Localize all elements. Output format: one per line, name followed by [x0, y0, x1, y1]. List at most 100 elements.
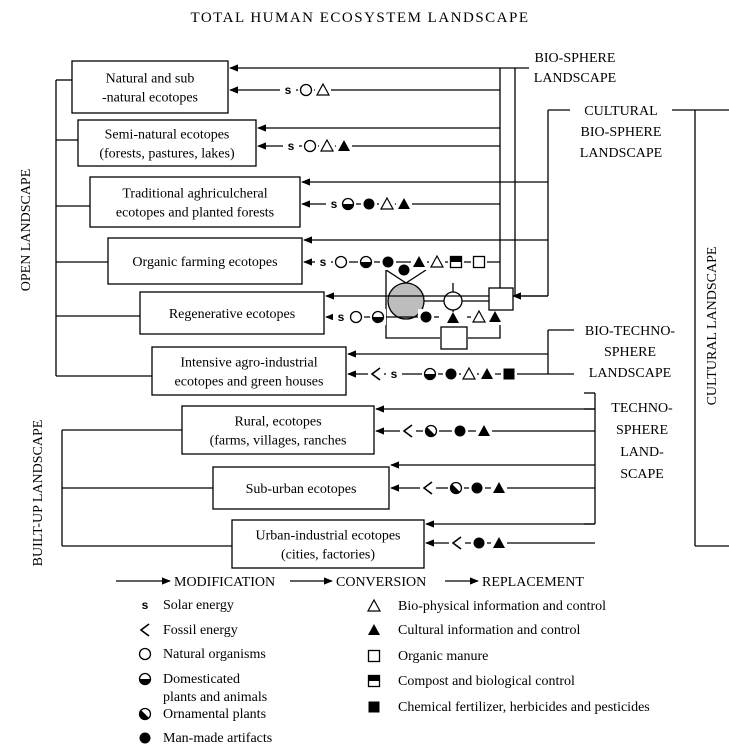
- solar-icon: s: [288, 139, 295, 153]
- landscape-label: CULTURAL: [584, 104, 657, 119]
- legend-label: Bio-physical information and control: [398, 599, 606, 614]
- fossil-icon: [422, 481, 433, 495]
- cultural-info-icon: [478, 425, 490, 436]
- ecotope-box-frame: [107, 237, 303, 285]
- ecotope-label: Natural and sub: [106, 72, 195, 87]
- svg-text:s: s: [288, 139, 295, 153]
- diagram-title: TOTAL HUMAN ECOSYSTEM LANDSCAPE: [190, 10, 529, 26]
- ecotope-box: Natural and sub -natural ecotopes: [71, 60, 229, 114]
- ecotope-label: Regenerative ecotopes: [169, 307, 295, 322]
- cultural-bio-sphere-label: CULTURAL BIO-SPHERE LANDSCAPE: [580, 104, 662, 161]
- legend-label: Cultural information and control: [398, 623, 580, 638]
- energy-input-row: [425, 520, 595, 551]
- svg-text:s: s: [142, 598, 149, 612]
- bio-info-icon: [471, 309, 487, 323]
- artifact-icon: [454, 425, 466, 437]
- svg-text:s: s: [331, 197, 338, 211]
- cultural-info-icon: [398, 198, 410, 209]
- legend-item: Organic manure: [367, 649, 488, 664]
- ornamental-icon: [449, 481, 463, 495]
- ecotope-box: Urban-industrial ecotopes (cities, factor…: [231, 519, 425, 569]
- landscape-label: BIO-SPHERE: [581, 125, 662, 140]
- ecotope-label: (farms, villages, ranches: [210, 434, 347, 449]
- artifact-icon: [363, 198, 375, 210]
- manure-icon: [367, 649, 381, 663]
- natural-icon: [334, 255, 348, 269]
- ecotope-label: Rural, ecotopes: [234, 415, 321, 430]
- natural-icon: [303, 139, 317, 153]
- ecotope-box-frame: [71, 60, 229, 114]
- legend-label: Solar energy: [163, 598, 234, 613]
- natural-icon: [138, 647, 152, 661]
- cultural-info-icon: [413, 256, 425, 267]
- domesticated-icon: [423, 367, 437, 381]
- fossil-icon: [370, 367, 381, 381]
- legend-label: Ornamental plants: [163, 707, 266, 722]
- legend-item: s Solar energy: [142, 598, 234, 613]
- cultural-info-icon: [481, 368, 493, 379]
- landscape-label: LANDSCAPE: [580, 146, 662, 161]
- ornamental-icon: [138, 707, 152, 721]
- ecotope-label: -natural ecotopes: [102, 91, 198, 106]
- artifact-icon: [473, 537, 485, 549]
- artifact-icon: [445, 368, 457, 380]
- ecotope-label: Intensive agro-industrial: [180, 356, 317, 371]
- landscape-label: LANDSCAPE: [589, 366, 671, 381]
- ecotope-label: Urban-industrial ecotopes: [255, 529, 400, 544]
- flow-modification: MODIFICATION: [174, 575, 275, 590]
- fossil-icon: [451, 536, 462, 550]
- landscape-label: LAND-: [620, 445, 664, 460]
- landscape-label: TECHNO-: [611, 401, 673, 416]
- cultural-info-icon: [489, 311, 501, 322]
- energy-input-row: s: [347, 350, 548, 382]
- energy-input-row: [375, 405, 595, 439]
- artifact-icon: [420, 311, 432, 323]
- legend-label: Fossil energy: [163, 623, 238, 638]
- ecotope-label: (cities, factories): [281, 548, 375, 563]
- cultural-info-icon: [493, 537, 505, 548]
- legend-item: Ornamental plants: [138, 707, 266, 722]
- energy-input-row: s: [303, 236, 548, 270]
- svg-text:s: s: [338, 310, 345, 324]
- cultural-info-icon: [493, 482, 505, 493]
- energy-input-row: [390, 461, 595, 496]
- ecotope-label: Traditional aghriculcheral: [122, 187, 267, 202]
- legend-item: Chemical fertilizer, herbicides and pest…: [368, 700, 650, 715]
- solar-icon: s: [331, 197, 338, 211]
- ecotope-box: Semi-natural ecotopes(forests, pastures,…: [77, 119, 257, 167]
- domesticated-icon: [341, 197, 355, 211]
- legend-item: Bio-physical information and control: [366, 598, 606, 614]
- bio-info-icon: [429, 254, 445, 268]
- legend-label: Organic manure: [398, 649, 488, 664]
- energy-input-row: s: [301, 178, 548, 212]
- landscape-label: BIO-TECHNO-: [585, 324, 676, 339]
- flow-replacement: REPLACEMENT: [482, 575, 584, 590]
- bio-info-icon: [315, 82, 331, 96]
- manure-icon: [472, 255, 486, 269]
- domesticated-icon: [138, 672, 152, 686]
- energy-input-row: s: [257, 124, 500, 154]
- cultural-info-icon: [368, 624, 380, 635]
- solar-icon: s: [338, 310, 345, 324]
- flow-conversion: CONVERSION: [336, 575, 426, 590]
- ecotope-box-frame: [212, 466, 390, 510]
- ecotope-box: Rural, ecotopes (farms, villages, ranches: [181, 405, 375, 455]
- legend-item: Fossil energy: [139, 623, 238, 638]
- svg-text:s: s: [391, 367, 398, 381]
- ecotope-label: Organic farming ecotopes: [132, 255, 277, 270]
- energy-input-row: s: [325, 292, 548, 325]
- open-landscape-label: OPEN LANDSCAPE: [19, 169, 34, 292]
- legend-label: Man-made artifacts: [163, 731, 272, 746]
- legend-label: Domesticated: [163, 672, 240, 687]
- domesticated-icon: [359, 255, 373, 269]
- ecotope-label: Sub-urban ecotopes: [246, 482, 357, 497]
- legend-item: Compost and biological control: [367, 674, 575, 689]
- ecotope-box-frame: [181, 405, 375, 455]
- artifact-icon: [398, 264, 410, 276]
- artifact-icon: [471, 482, 483, 494]
- ecotope-label: Semi-natural ecotopes: [105, 128, 230, 143]
